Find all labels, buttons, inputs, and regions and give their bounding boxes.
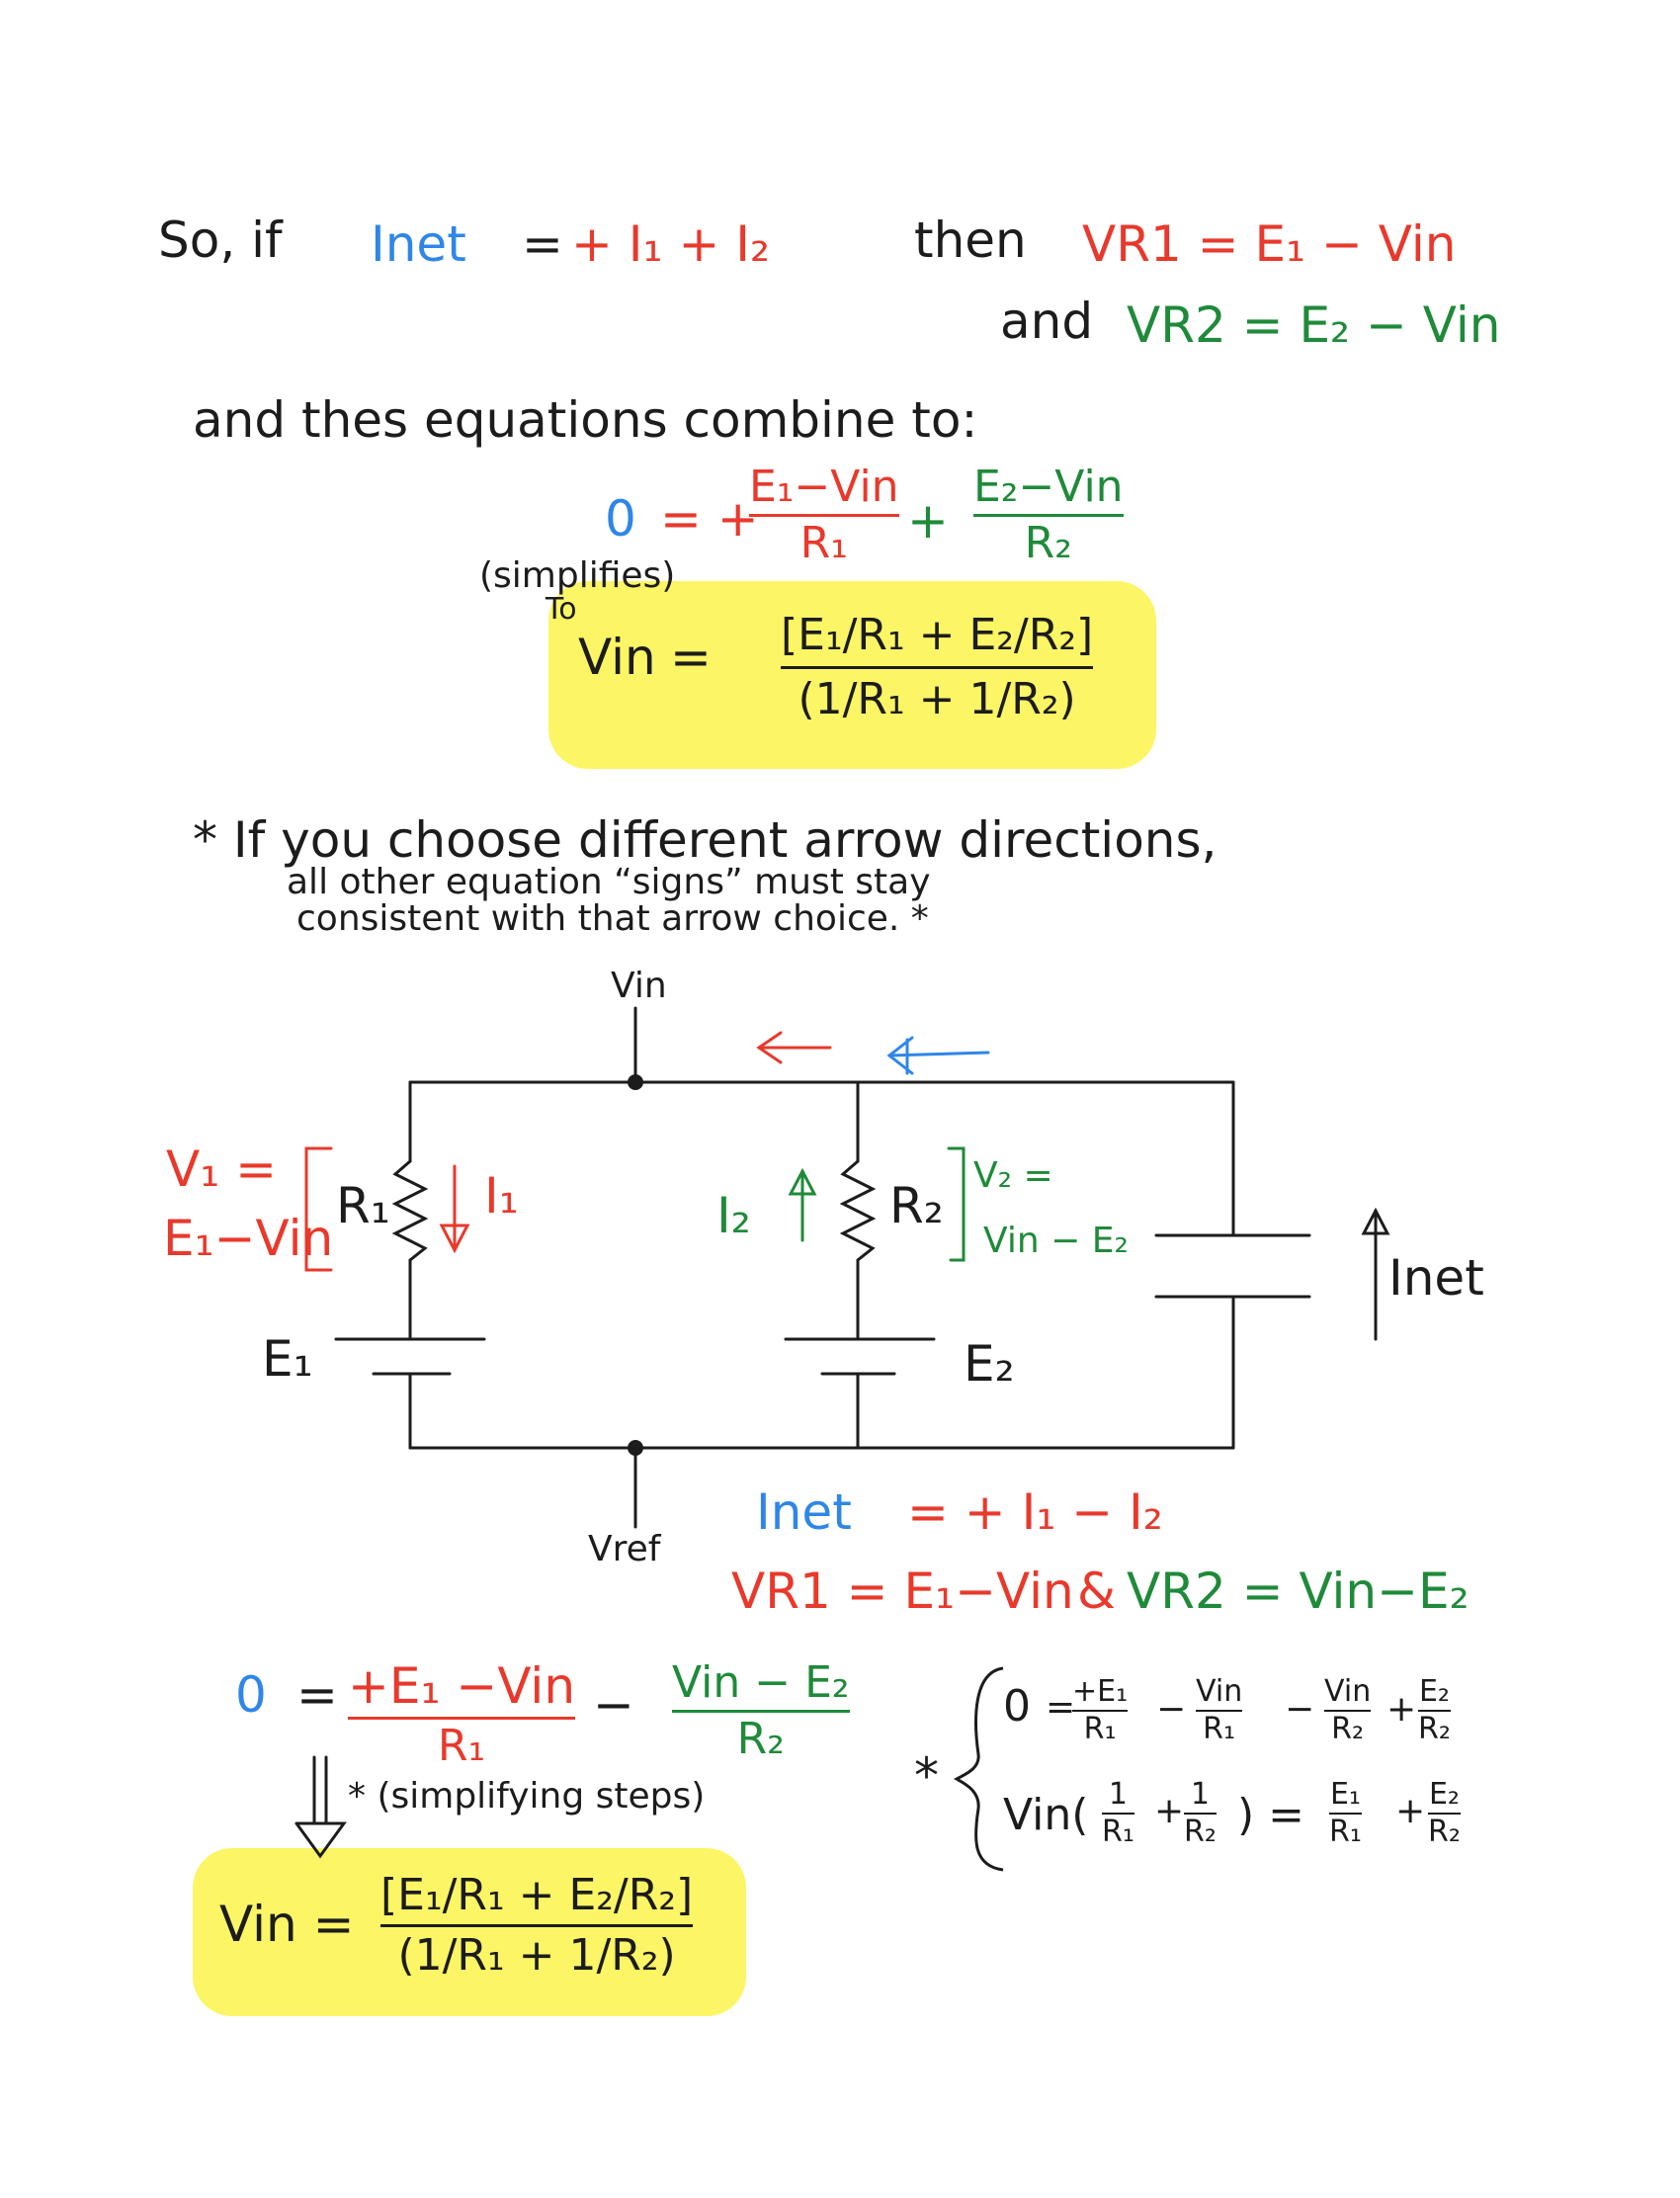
eq2-fraction-2: Vin − E₂ R₂ xyxy=(672,1657,850,1765)
eq2-zero: 0 xyxy=(235,1666,267,1724)
v2-label-b: Vin − E₂ xyxy=(983,1221,1129,1261)
eq2-minus: − xyxy=(593,1676,634,1733)
vr2-equation-top: VR2 = E₂ − Vin xyxy=(1127,296,1501,354)
result1-lhs: Vin xyxy=(578,629,656,686)
highlight-result-2 xyxy=(193,1848,746,2016)
side-l2-d: E₂ R₂ xyxy=(1428,1777,1461,1849)
side-star: * xyxy=(914,1747,939,1805)
side-l2-close: ) = xyxy=(1237,1790,1305,1840)
side-l1-term4: E₂ R₂ xyxy=(1418,1674,1451,1746)
eq1-eq-plus: = + xyxy=(660,490,759,548)
note-line-1: * If you choose different arrow directio… xyxy=(193,811,1218,869)
v2-label-a: V₂ = xyxy=(973,1155,1053,1196)
e2-label: E₂ xyxy=(964,1335,1015,1393)
result1-eq: = xyxy=(670,629,712,686)
simplifies-to-text: To xyxy=(546,592,577,627)
eq1-den2: R₂ xyxy=(1024,518,1072,569)
result1-den: (1/R₁ + 1/R₂) xyxy=(798,674,1076,725)
side-l1-eq: = xyxy=(1046,1687,1076,1728)
side-l1-zero: 0 xyxy=(1003,1681,1031,1732)
eq-sign-top: = xyxy=(522,215,563,273)
inet-label-2: Inet xyxy=(756,1483,852,1541)
result1-fraction: [E₁/R₁ + E₂/R₂] (1/R₁ + 1/R₂) xyxy=(781,610,1094,725)
result2-num: [E₁/R₁ + E₂/R₂] xyxy=(380,1870,694,1920)
simplifies-text: (simplifies) xyxy=(479,555,676,596)
simplifying-text: * (simplifying steps) xyxy=(348,1776,706,1817)
eq2-eq: = xyxy=(296,1666,338,1724)
side-l1-m2: − xyxy=(1285,1689,1315,1730)
side-l2-b: 1 R₂ xyxy=(1184,1777,1217,1849)
i2-label: I₂ xyxy=(716,1187,751,1244)
side-l1-term3: Vin R₂ xyxy=(1324,1674,1372,1746)
side-l2-vin: Vin( xyxy=(1003,1790,1089,1840)
eq1-fraction-1: E₁−Vin R₁ xyxy=(749,462,899,569)
r1-label: R₁ xyxy=(336,1177,390,1234)
inet-label-top: Inet xyxy=(371,215,466,273)
r2-label: R₂ xyxy=(889,1177,944,1234)
vr2-equation-2: VR2 = Vin−E₂ xyxy=(1127,1563,1470,1620)
side-l2-plus2: + xyxy=(1395,1791,1426,1831)
side-l2-c: E₁ R₁ xyxy=(1329,1777,1362,1849)
eq1-zero: 0 xyxy=(605,490,636,548)
side-l1-term2: Vin R₁ xyxy=(1196,1674,1243,1746)
e1-label: E₁ xyxy=(262,1330,313,1388)
eq2-den1: R₁ xyxy=(437,1720,486,1771)
highlight-result-1 xyxy=(548,581,1156,769)
side-l1-p: + xyxy=(1386,1689,1417,1730)
eq1-num2: E₂−Vin xyxy=(973,462,1124,512)
eq1-plus: + xyxy=(907,492,949,550)
eq1-fraction-2: E₂−Vin R₂ xyxy=(973,462,1124,569)
circuit-vin-label: Vin xyxy=(611,966,667,1006)
eq1-num1: E₁−Vin xyxy=(749,462,899,512)
inet-rhs-2: = + I₁ − I₂ xyxy=(907,1483,1163,1541)
v1-label-a: V₁ = xyxy=(166,1141,278,1198)
and-text-top: and xyxy=(1000,293,1094,350)
result2-den: (1/R₁ + 1/R₂) xyxy=(397,1930,676,1982)
ampersand: & xyxy=(1077,1563,1116,1620)
side-l1-m1: − xyxy=(1156,1689,1187,1730)
then-text: then xyxy=(914,211,1027,269)
side-l2-plus: + xyxy=(1154,1791,1185,1831)
i1-label: I₁ xyxy=(484,1167,519,1225)
result2-fraction: [E₁/R₁ + E₂/R₂] (1/R₁ + 1/R₂) xyxy=(380,1870,694,1982)
inet-rhs-top: + I₁ + I₂ xyxy=(571,215,771,273)
circuit-vref-label: Vref xyxy=(588,1529,661,1569)
result1-num: [E₁/R₁ + E₂/R₂] xyxy=(781,610,1094,660)
result2-lhs: Vin = xyxy=(219,1896,355,1953)
side-l2-a: 1 R₁ xyxy=(1102,1777,1134,1849)
eq2-num2: Vin − E₂ xyxy=(672,1657,850,1708)
note-line-3: consistent with that arrow choice. * xyxy=(296,898,929,939)
eq2-den2: R₂ xyxy=(736,1714,785,1765)
eq1-den1: R₁ xyxy=(799,518,848,569)
inet-circuit-label: Inet xyxy=(1388,1249,1484,1307)
vr1-equation-2: VR1 = E₁−Vin xyxy=(731,1563,1074,1620)
so-if-text: So, if xyxy=(158,211,283,269)
vr1-equation-top: VR1 = E₁ − Vin xyxy=(1082,215,1457,273)
note-line-2: all other equation “signs” must stay xyxy=(287,862,931,902)
eq2-num1: +E₁ −Vin xyxy=(348,1657,576,1715)
v1-label-b: E₁−Vin xyxy=(163,1210,334,1267)
side-l1-term1: +E₁ R₁ xyxy=(1072,1674,1129,1746)
combine-text: and thes equations combine to: xyxy=(193,391,978,449)
eq2-fraction-1: +E₁ −Vin R₁ xyxy=(348,1657,576,1771)
